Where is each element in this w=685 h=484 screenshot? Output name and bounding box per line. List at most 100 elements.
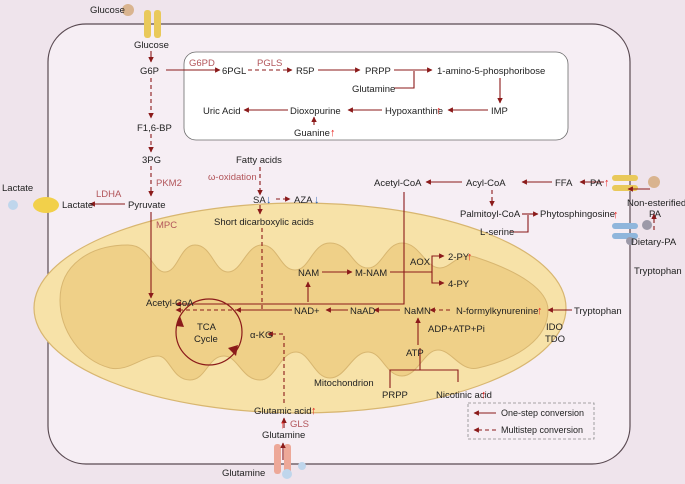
tca-cycle-ring bbox=[175, 298, 243, 366]
label-4py: 4-PY bbox=[448, 279, 470, 290]
label-fatty-acids: Fatty acids bbox=[236, 155, 282, 166]
up-arrow-icon: ↑ bbox=[330, 127, 336, 139]
label-pa: PA bbox=[590, 178, 603, 189]
label-glutamine1: Glutamine bbox=[352, 84, 395, 95]
label-2py: 2-PY bbox=[448, 252, 470, 263]
label-omega-oxidation: ω-oxidation bbox=[208, 172, 257, 183]
up-arrow-icon: ↑ bbox=[481, 389, 487, 401]
label-pkm2: PKM2 bbox=[156, 178, 182, 189]
label-adp: ADP+ATP+Pi bbox=[428, 324, 485, 335]
tca-cycle-arrowhead bbox=[228, 345, 238, 356]
label-nam: NAM bbox=[298, 268, 319, 279]
glutamine-molecule-icon bbox=[298, 462, 306, 470]
label-naad: NaAD bbox=[350, 306, 375, 317]
up-arrow-icon: ↑ bbox=[436, 105, 442, 117]
label-glutamine-ext: Glutamine bbox=[222, 468, 265, 479]
arrow-mnam-to-2py bbox=[390, 253, 445, 273]
tca-cycle-arrowhead bbox=[176, 316, 184, 327]
label-mpc: MPC bbox=[156, 220, 177, 231]
label-ldha: LDHA bbox=[96, 189, 122, 200]
label-cycle: Cycle bbox=[194, 334, 218, 345]
lactate-molecule-icon bbox=[8, 200, 18, 210]
label-tca: TCA bbox=[197, 322, 217, 333]
label-imp: IMP bbox=[491, 106, 508, 117]
glucose-molecule-icon bbox=[122, 4, 134, 16]
up-arrow-icon: ↑ bbox=[604, 177, 610, 189]
label-guanine: Guanine bbox=[294, 128, 330, 139]
label-acylcoa: Acyl-CoA bbox=[466, 178, 506, 189]
up-arrow-icon: ↑ bbox=[467, 251, 473, 263]
label-r5p: R5P bbox=[296, 66, 314, 77]
label-glutamic: Glutamic acid bbox=[254, 406, 312, 417]
label-namn: NaMN bbox=[404, 306, 431, 317]
label-ffa: FFA bbox=[555, 178, 573, 189]
label-non-esterified: Non-esterified bbox=[627, 198, 685, 209]
pentose-phosphate-box bbox=[183, 51, 569, 141]
label-pyruvate: Pyruvate bbox=[128, 200, 166, 211]
label-acetylcoa-mito: Acetyl-CoA bbox=[146, 298, 194, 309]
label-3pg: 3PG bbox=[142, 155, 161, 166]
arrow-acetylcoa-cyto-to-acetylcoa-mito bbox=[175, 192, 405, 307]
label-mitochondrion: Mitochondrion bbox=[314, 378, 374, 389]
label-pgls: PGLS bbox=[257, 58, 282, 69]
arrow-mnam-to-4py bbox=[431, 272, 445, 286]
label-glucose-ext: Glucose bbox=[90, 5, 125, 16]
label-lactate-out: Lactate bbox=[2, 183, 33, 194]
label-lactate-in: Lactate bbox=[62, 200, 93, 211]
glutamine-transporter-icon bbox=[274, 444, 291, 474]
label-akg: α-KG bbox=[250, 330, 272, 341]
label-glutamine2: Glutamine bbox=[262, 430, 305, 441]
label-prpp2: PRPP bbox=[382, 390, 408, 401]
legend-one-step: One-step conversion bbox=[501, 408, 584, 418]
label-acetylcoa-cyto: Acetyl-CoA bbox=[374, 178, 422, 189]
label-tdo: TDO bbox=[545, 334, 565, 345]
label-pa2: PA bbox=[649, 209, 662, 220]
up-arrow-icon: ↑ bbox=[613, 209, 619, 221]
up-arrow-icon: ↑ bbox=[311, 405, 317, 417]
label-dioxopurine: Dioxopurine bbox=[290, 106, 341, 117]
label-tryptophan-in: Tryptophan bbox=[574, 306, 622, 317]
label-sa: SA bbox=[253, 195, 266, 206]
arrow-lserine-join bbox=[510, 215, 529, 233]
label-nicotinic: Nicotinic acid bbox=[436, 390, 492, 401]
down-arrow-icon: ↓ bbox=[266, 194, 272, 206]
label-nadplus: NAD+ bbox=[294, 306, 320, 317]
arrow-glutamic-to-akg bbox=[267, 331, 285, 403]
down-arrow-icon: ↓ bbox=[314, 194, 320, 206]
label-tryptophan-out: Tryptophan bbox=[634, 266, 682, 277]
label-ido: IDO bbox=[546, 322, 563, 333]
label-short-dicarboxylic: Short dicarboxylic acids bbox=[214, 217, 314, 228]
label-palmitoyl: Palmitoyl-CoA bbox=[460, 209, 521, 220]
label-6pgl: 6PGL bbox=[222, 66, 246, 77]
label-aza: AZA bbox=[294, 195, 313, 206]
label-g6pd: G6PD bbox=[189, 58, 215, 69]
lactate-transporter-icon bbox=[33, 197, 59, 213]
label-hypoxanthine: Hypoxanthine bbox=[385, 106, 443, 117]
label-g6p: G6P bbox=[140, 66, 159, 77]
tryptophan-molecule-icon bbox=[642, 220, 652, 230]
up-arrow-icon: ↑ bbox=[537, 305, 543, 317]
legend-multi-step: Multistep conversion bbox=[501, 425, 583, 435]
label-prpp1: PRPP bbox=[365, 66, 391, 77]
arrow-nicotinic-to-namn bbox=[389, 369, 459, 388]
label-dietary-pa: Dietary-PA bbox=[631, 237, 677, 248]
arrow-glutamine-join bbox=[394, 71, 415, 89]
label-gls: GLS bbox=[290, 419, 309, 430]
label-uric-acid: Uric Acid bbox=[203, 106, 240, 117]
up-arrow-icon: ↑ bbox=[280, 419, 286, 431]
label-atp: ATP bbox=[406, 348, 424, 359]
legend: One-step conversion Multistep conversion bbox=[467, 402, 595, 440]
pa-molecule-icon bbox=[648, 176, 660, 188]
label-glucose: Glucose bbox=[134, 40, 169, 51]
label-f16bp: F1,6-BP bbox=[137, 123, 172, 134]
label-mnam: M-NAM bbox=[355, 268, 387, 279]
label-phytosphingosine: Phytosphingosine bbox=[540, 209, 615, 220]
glucose-transporter-icon bbox=[144, 10, 161, 38]
tryptophan-molecule-icon bbox=[626, 237, 634, 245]
glutamine-molecule-icon bbox=[282, 469, 292, 479]
label-amino: 1-amino-5-phosphoribose bbox=[437, 66, 545, 77]
label-aox: AOX bbox=[410, 257, 431, 268]
label-nformyl: N-formylkynurenine bbox=[456, 306, 538, 317]
label-lserine: L-serine bbox=[480, 227, 514, 238]
